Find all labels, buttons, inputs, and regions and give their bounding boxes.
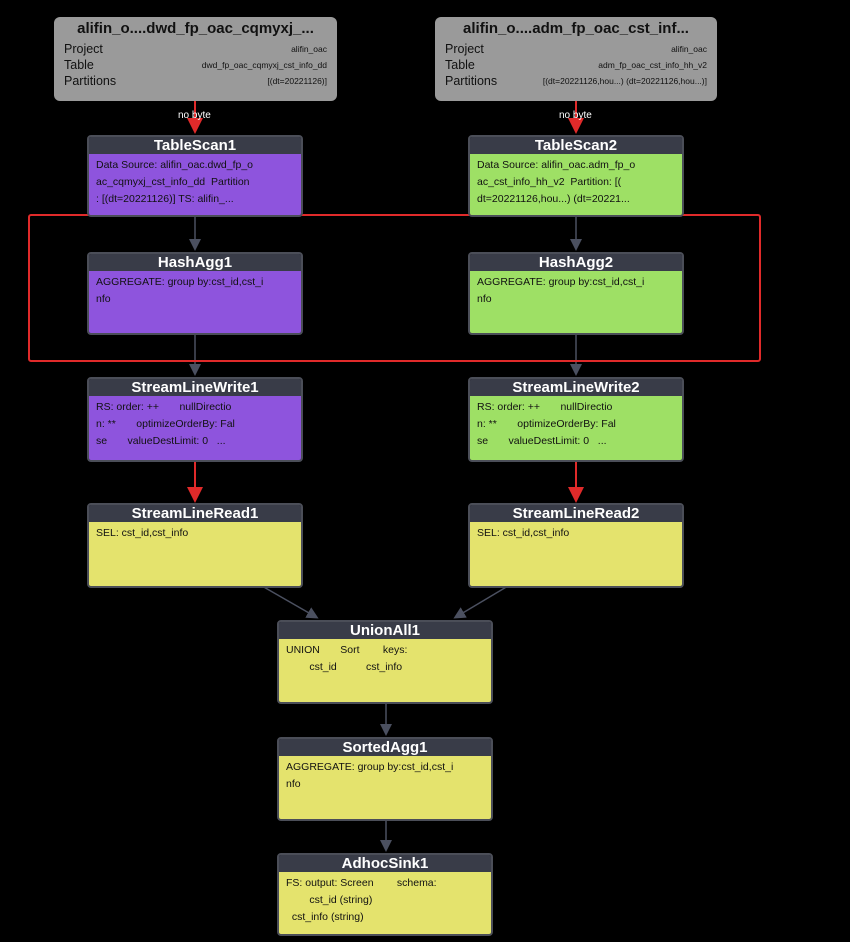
source-row-partitions: Partitions [(dt=20221126)] — [54, 74, 337, 90]
node-title: StreamLineRead1 — [89, 505, 301, 522]
node-body: FS: output: Screen schema: cst_id (strin… — [279, 872, 491, 934]
node-streamlinewrite1[interactable]: StreamLineWrite1 RS: order: ++ nullDirec… — [87, 377, 303, 462]
node-body: RS: order: ++ nullDirectio n: ** optimiz… — [89, 396, 301, 460]
source-table-2[interactable]: alifin_o....adm_fp_oac_cst_inf... Projec… — [435, 17, 717, 101]
source-row-table: Table adm_fp_oac_cst_info_hh_v2 — [435, 58, 717, 74]
row-value: [(dt=20221126)] — [267, 76, 327, 86]
edge-label-2: no byte — [559, 110, 592, 121]
node-title: TableScan1 — [89, 137, 301, 154]
node-body: AGGREGATE: group by:cst_id,cst_i nfo — [470, 271, 682, 333]
node-title: AdhocSink1 — [279, 855, 491, 872]
row-value: adm_fp_oac_cst_info_hh_v2 — [598, 60, 707, 70]
node-body: AGGREGATE: group by:cst_id,cst_i nfo — [279, 756, 491, 819]
node-title: StreamLineWrite2 — [470, 379, 682, 396]
source-row-project: Project alifin_oac — [435, 42, 717, 58]
node-streamlineread1[interactable]: StreamLineRead1 SEL: cst_id,cst_info — [87, 503, 303, 588]
node-body: AGGREGATE: group by:cst_id,cst_i nfo — [89, 271, 301, 333]
node-unionall1[interactable]: UnionAll1 UNION Sort keys: cst_id cst_in… — [277, 620, 493, 704]
source-row-table: Table dwd_fp_oac_cqmyxj_cst_info_dd — [54, 58, 337, 74]
node-body: Data Source: alifin_oac.dwd_fp_o ac_cqmy… — [89, 154, 301, 215]
node-title: StreamLineWrite1 — [89, 379, 301, 396]
row-key: Table — [64, 58, 94, 72]
node-title: TableScan2 — [470, 137, 682, 154]
edge-label-1: no byte — [178, 110, 211, 121]
source-row-partitions: Partitions [(dt=20221126,hou...) (dt=202… — [435, 74, 717, 90]
node-adhocsink1[interactable]: AdhocSink1 FS: output: Screen schema: cs… — [277, 853, 493, 936]
node-tablescan2[interactable]: TableScan2 Data Source: alifin_oac.adm_f… — [468, 135, 684, 217]
source-table-1[interactable]: alifin_o....dwd_fp_oac_cqmyxj_... Projec… — [54, 17, 337, 101]
node-title: StreamLineRead2 — [470, 505, 682, 522]
node-title: SortedAgg1 — [279, 739, 491, 756]
row-value: alifin_oac — [671, 44, 707, 54]
selection-highlight-frame — [28, 214, 761, 362]
node-tablescan1[interactable]: TableScan1 Data Source: alifin_oac.dwd_f… — [87, 135, 303, 217]
source-title: alifin_o....adm_fp_oac_cst_inf... — [463, 20, 689, 37]
row-value: [(dt=20221126,hou...) (dt=20221126,hou..… — [542, 76, 707, 86]
node-body: SEL: cst_id,cst_info — [470, 522, 682, 586]
node-title: HashAgg2 — [470, 254, 682, 271]
node-hashagg2[interactable]: HashAgg2 AGGREGATE: group by:cst_id,cst_… — [468, 252, 684, 335]
node-streamlineread2[interactable]: StreamLineRead2 SEL: cst_id,cst_info — [468, 503, 684, 588]
row-key: Partitions — [445, 74, 498, 88]
row-value: alifin_oac — [291, 44, 327, 54]
source-row-project: Project alifin_oac — [54, 42, 337, 58]
row-key: Project — [64, 42, 103, 56]
node-streamlinewrite2[interactable]: StreamLineWrite2 RS: order: ++ nullDirec… — [468, 377, 684, 462]
row-key: Project — [445, 42, 484, 56]
row-key: Table — [445, 58, 475, 72]
node-sortedagg1[interactable]: SortedAgg1 AGGREGATE: group by:cst_id,cs… — [277, 737, 493, 821]
row-key: Partitions — [64, 74, 117, 88]
edge-read1-union — [261, 585, 319, 619]
edge-read2-union — [453, 585, 509, 619]
node-body: UNION Sort keys: cst_id cst_info — [279, 639, 491, 702]
node-title: UnionAll1 — [279, 622, 491, 639]
node-title: HashAgg1 — [89, 254, 301, 271]
source-title: alifin_o....dwd_fp_oac_cqmyxj_... — [77, 20, 314, 37]
node-body: Data Source: alifin_oac.adm_fp_o ac_cst_… — [470, 154, 682, 215]
node-hashagg1[interactable]: HashAgg1 AGGREGATE: group by:cst_id,cst_… — [87, 252, 303, 335]
row-value: dwd_fp_oac_cqmyxj_cst_info_dd — [201, 60, 327, 70]
node-body: SEL: cst_id,cst_info — [89, 522, 301, 586]
node-body: RS: order: ++ nullDirectio n: ** optimiz… — [470, 396, 682, 460]
